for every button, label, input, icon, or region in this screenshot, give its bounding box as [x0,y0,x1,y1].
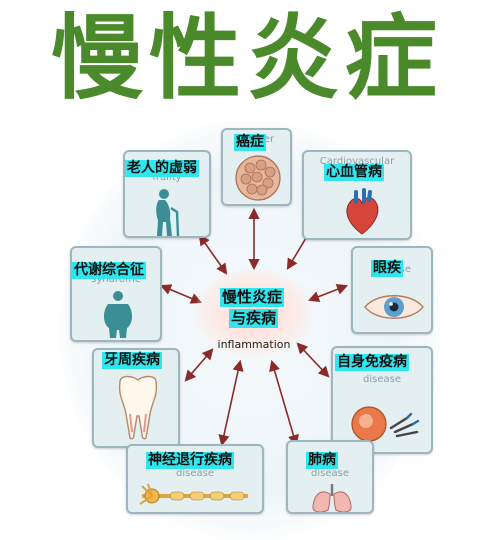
card-eye: disease 眼疾 [351,246,433,334]
card-eye-label: 眼疾 [371,260,403,277]
arrow-periodontal [184,348,214,382]
card-neuro-en: disease [176,468,214,479]
center-sublabel: inflammation [217,338,291,351]
card-metabolic: syndrome 代谢综合征 [70,246,162,342]
card-cancer: Cancer 癌症 [221,128,292,206]
overweight-person-icon [103,291,133,338]
card-aging-en: frailty [152,172,182,183]
card-autoimmune-en: disease [363,374,401,385]
arrow-autoimmune [296,342,330,378]
card-metabolic-en: syndrome [91,274,141,285]
page-title: 慢性炎症 [50,5,443,112]
card-aging: frailty 老人的虚弱 [123,150,211,238]
card-neuro-label: 神经退行疾病 [146,452,234,469]
center-label-line2: 与疾病 [229,309,279,328]
arrow-neuro [218,359,244,447]
card-cancer-label: 癌症 [234,134,266,151]
eye-icon [364,295,424,319]
card-cardiovascular: Cardiovascular 心血管病 [302,150,412,240]
center-label-line1: 慢性炎症 [220,288,285,307]
immune-cell-icon [351,406,420,442]
card-lung: disease 肺病 [286,440,374,514]
heart-icon [346,188,379,235]
card-aging-label: 老人的虚弱 [125,160,199,177]
arrow-lung [269,359,299,447]
tumor-cells-icon [235,155,281,201]
elderly-person-icon [156,189,180,236]
card-periodontal: 牙周疾病 [92,348,180,448]
card-cardio-label: 心血管病 [324,164,384,181]
lungs-icon [312,484,352,512]
card-cardio-en: Cardiovascular [319,156,395,167]
tooth-icon [118,375,158,440]
arrow-eye [307,284,349,302]
arrow-metabolic [159,284,203,304]
card-neuro: disease 神经退行疾病 [126,444,264,514]
inflammation-diagram: 慢性炎症 与疾病 inflammation Cancer 癌症 Cardiova… [0,118,494,540]
card-autoimmune: disease 自身免疫病 [331,346,433,454]
card-metabolic-label: 代谢综合征 [72,262,146,279]
card-periodontal-label: 牙周疾病 [102,352,162,369]
card-lung-label: 肺病 [306,452,338,469]
neuron-icon [139,483,248,505]
arrow-aging [198,234,228,275]
card-lung-en: disease [311,468,349,479]
card-autoimmune-label: 自身免疫病 [335,354,409,371]
